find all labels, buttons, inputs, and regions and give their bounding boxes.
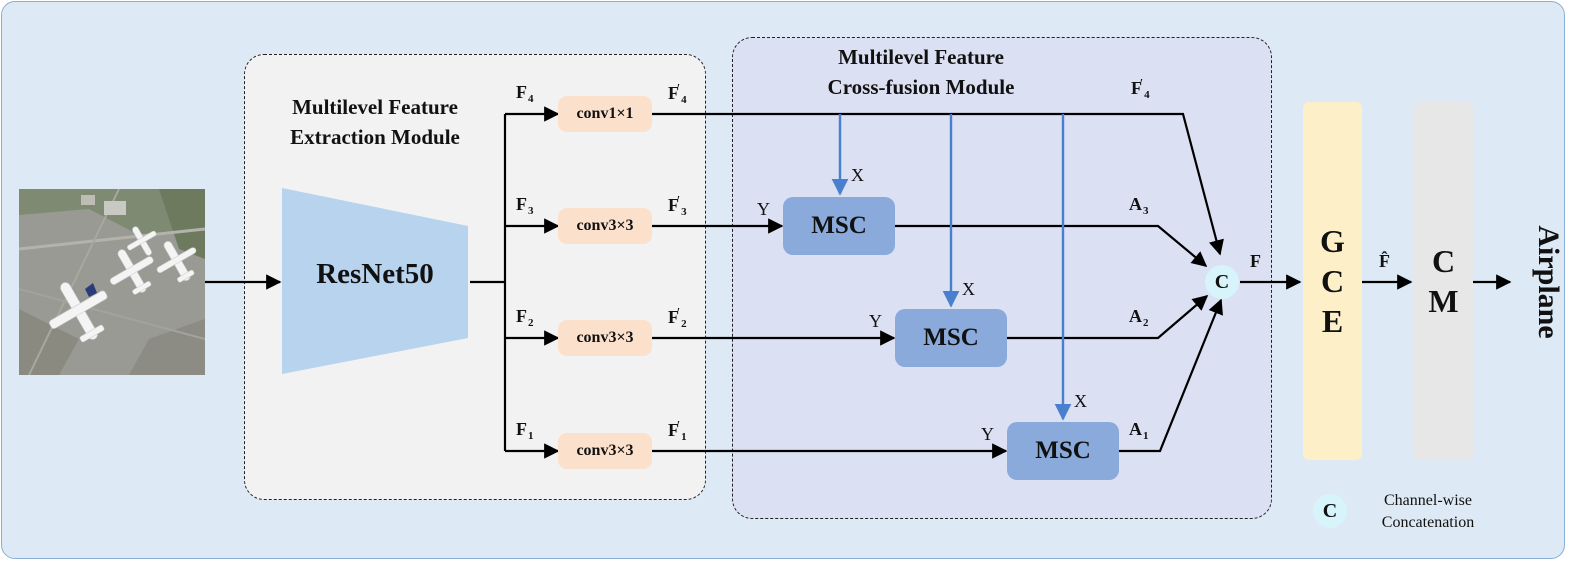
output-class-label: Airplane — [1532, 225, 1565, 339]
legend-text: Channel-wise Concatenation — [1358, 490, 1498, 534]
gce-letter-e: E — [1321, 303, 1344, 339]
concat-node: C — [1205, 265, 1239, 299]
a3-to-concat — [895, 224, 1208, 267]
label-f-output: F — [1250, 251, 1261, 271]
gce-letter-c: C — [1320, 263, 1345, 299]
a2-to-concat — [1007, 294, 1209, 340]
conv3x3-box-f3: conv3×3 — [558, 208, 652, 244]
resnet50-backbone-shape — [282, 188, 468, 374]
crossfusion-module-title: Multilevel Feature Cross-fusion Module — [786, 42, 1056, 102]
y-label-msc2: Y — [869, 311, 882, 331]
y-label-msc3: Y — [757, 199, 770, 219]
msc-block-2: MSC — [895, 309, 1007, 367]
label-f4-prime: F′4 — [668, 82, 687, 106]
label-f3-prime: F′3 — [668, 194, 687, 218]
cm-block: C M — [1414, 102, 1473, 460]
label-f4-prime-top: F′4 — [1131, 77, 1150, 101]
label-f4: F4 — [516, 82, 534, 105]
crossfusion-title-line1: Multilevel Feature — [838, 45, 1004, 69]
resnet50-label: ResNet50 — [316, 258, 434, 290]
conv1x1-box-f4: conv1×1 — [558, 96, 652, 132]
f4prime-to-concat — [652, 112, 1224, 256]
x-label-msc3: X — [851, 165, 864, 185]
gce-block: G C E — [1303, 102, 1362, 460]
cm-letter-c: C — [1431, 243, 1456, 279]
label-f2: F2 — [516, 306, 534, 329]
extraction-title-line1: Multilevel Feature — [292, 95, 458, 119]
x-label-msc1: X — [1074, 391, 1087, 411]
label-a1: A1 — [1129, 419, 1149, 442]
y-label-msc1: Y — [981, 424, 994, 444]
legend-concat-symbol: C — [1313, 494, 1347, 528]
msc-block-1: MSC — [1007, 422, 1119, 480]
label-f1: F1 — [516, 419, 534, 442]
conv3x3-box-f2: conv3×3 — [558, 320, 652, 356]
crossfusion-title-line2: Cross-fusion Module — [827, 75, 1015, 99]
x-label-msc2: X — [962, 279, 975, 299]
label-f3: F3 — [516, 194, 534, 217]
msc-block-3: MSC — [783, 197, 895, 255]
extraction-module-title: Multilevel Feature Extraction Module — [248, 92, 502, 152]
label-f-hat: F̂ — [1379, 251, 1390, 271]
gce-letter-g: G — [1320, 223, 1345, 259]
input-airport-image — [19, 189, 205, 375]
legend-line1: Channel-wise — [1384, 492, 1472, 509]
extraction-title-line2: Extraction Module — [290, 125, 460, 149]
label-f1-prime: F′1 — [668, 419, 687, 443]
label-f2-prime: F′2 — [668, 306, 687, 330]
a1-to-concat — [1119, 298, 1223, 453]
legend-line2: Concatenation — [1381, 514, 1475, 531]
conv3x3-box-f1: conv3×3 — [558, 433, 652, 469]
crossfusion-module-box — [732, 37, 1272, 519]
label-a2: A2 — [1129, 306, 1149, 329]
label-a3: A3 — [1129, 194, 1149, 217]
cm-letter-m: M — [1428, 283, 1459, 319]
